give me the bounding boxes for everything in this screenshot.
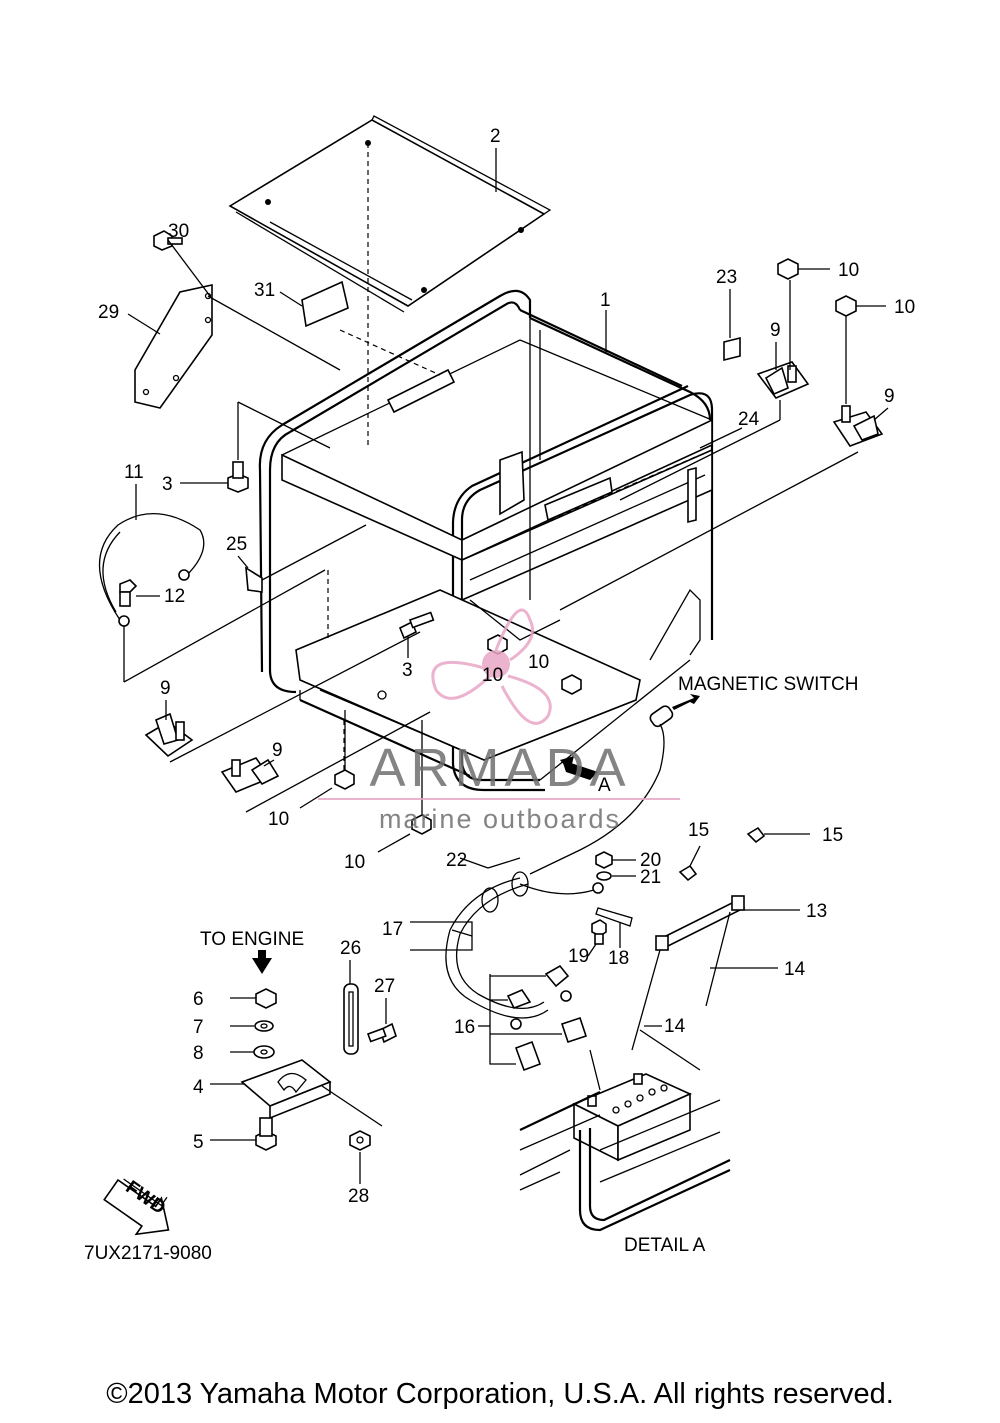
callout-28: 28 bbox=[348, 1186, 369, 1207]
nut-20 bbox=[595, 851, 636, 869]
mount-bracket-9-right-upper bbox=[756, 361, 810, 399]
nut-10-d bbox=[377, 720, 432, 853]
callout-21: 21 bbox=[640, 867, 661, 888]
detail-a-label: DETAIL A bbox=[624, 1235, 706, 1256]
callout-9-d: 9 bbox=[272, 740, 283, 761]
battery-detail bbox=[519, 1029, 731, 1232]
main-frame bbox=[258, 289, 714, 792]
nut-10-f bbox=[561, 674, 582, 695]
bolt-15-b bbox=[746, 826, 810, 844]
magnetic-switch-connector bbox=[529, 694, 700, 875]
callout-9-c: 9 bbox=[160, 678, 171, 699]
callout-19: 19 bbox=[568, 946, 589, 967]
callout-2: 2 bbox=[490, 126, 501, 147]
bolt-15-a bbox=[678, 845, 701, 882]
callout-22: 22 bbox=[446, 850, 467, 871]
bolt-19 bbox=[591, 919, 607, 945]
callout-12: 12 bbox=[164, 586, 185, 607]
hold-down-rods-14 bbox=[631, 911, 778, 1051]
callout-13: 13 bbox=[806, 901, 827, 922]
callout-8: 8 bbox=[193, 1043, 204, 1064]
side-plate bbox=[134, 284, 341, 409]
callout-6: 6 bbox=[193, 989, 204, 1010]
callout-5: 5 bbox=[193, 1132, 204, 1153]
to-engine-label: TO ENGINE bbox=[200, 929, 304, 950]
callout-23: 23 bbox=[716, 267, 737, 288]
callout-17: 17 bbox=[382, 919, 403, 940]
watermark-brand: ARMADA bbox=[369, 738, 630, 798]
label-plate-31 bbox=[301, 280, 456, 414]
engine-mount-hardware bbox=[210, 950, 397, 1151]
fwd-arrow bbox=[103, 1178, 170, 1236]
drawing-code: 7UX2171-9080 bbox=[84, 1243, 212, 1264]
callout-29: 29 bbox=[98, 302, 119, 323]
callout-11: 11 bbox=[124, 462, 144, 483]
callout-14-a: 14 bbox=[784, 959, 806, 980]
mount-bracket-9-left bbox=[144, 712, 194, 758]
washer-21 bbox=[596, 871, 636, 881]
callout-20: 20 bbox=[640, 850, 661, 871]
callout-27: 27 bbox=[374, 976, 395, 997]
ground-wire-11 bbox=[98, 513, 326, 683]
callout-30: 30 bbox=[168, 221, 189, 242]
callout-18: 18 bbox=[608, 948, 629, 969]
mount-bracket-9-center bbox=[220, 757, 280, 793]
nut-10-b bbox=[835, 295, 886, 404]
copyright-notice: ©2013 Yamaha Motor Corporation, U.S.A. A… bbox=[106, 1378, 894, 1410]
nut-10-a bbox=[777, 258, 830, 370]
callout-10-f: 10 bbox=[528, 652, 549, 673]
bolt-3-lower bbox=[398, 611, 435, 640]
label-25 bbox=[245, 524, 367, 593]
callout-14-b: 14 bbox=[664, 1016, 686, 1037]
callout-16: 16 bbox=[454, 1017, 475, 1038]
bolt-3-upper bbox=[227, 401, 331, 493]
callout-1: 1 bbox=[600, 290, 611, 311]
detail-a-marker: A bbox=[598, 775, 611, 796]
nut-10-c bbox=[299, 710, 355, 809]
label-23 bbox=[723, 336, 741, 362]
detail-a-arrow bbox=[560, 756, 598, 780]
terminal-hardware-16 bbox=[489, 964, 588, 1072]
callout-26: 26 bbox=[340, 938, 361, 959]
callout-24: 24 bbox=[738, 409, 760, 430]
callout-10-d: 10 bbox=[344, 852, 365, 873]
top-panel bbox=[228, 115, 552, 448]
callout-25: 25 bbox=[226, 534, 247, 555]
watermark-tagline: marine outboards bbox=[379, 804, 621, 834]
callout-15-b: 15 bbox=[822, 825, 843, 846]
callout-31: 31 bbox=[254, 280, 275, 301]
callout-10-a: 10 bbox=[838, 260, 859, 281]
callout-3-b: 3 bbox=[402, 660, 413, 681]
magnetic-switch-label: MAGNETIC SWITCH bbox=[678, 674, 859, 695]
callout-10-c: 10 bbox=[268, 809, 289, 830]
callout-7: 7 bbox=[193, 1017, 204, 1038]
mount-bracket-9-right-lower bbox=[832, 405, 884, 447]
callout-10-e: 10 bbox=[482, 665, 503, 686]
callout-9-b: 9 bbox=[884, 386, 895, 407]
cable-18 bbox=[595, 907, 633, 948]
callout-10-b: 10 bbox=[894, 297, 915, 318]
bolt-30 bbox=[153, 230, 211, 297]
callout-15-a: 15 bbox=[688, 820, 709, 841]
callout-3-a: 3 bbox=[162, 474, 173, 495]
armada-watermark: ARMADA marine outboards bbox=[318, 608, 680, 834]
battery-bracket-13 bbox=[655, 895, 800, 951]
callout-9-a: 9 bbox=[770, 320, 781, 341]
callout-4: 4 bbox=[193, 1077, 204, 1098]
